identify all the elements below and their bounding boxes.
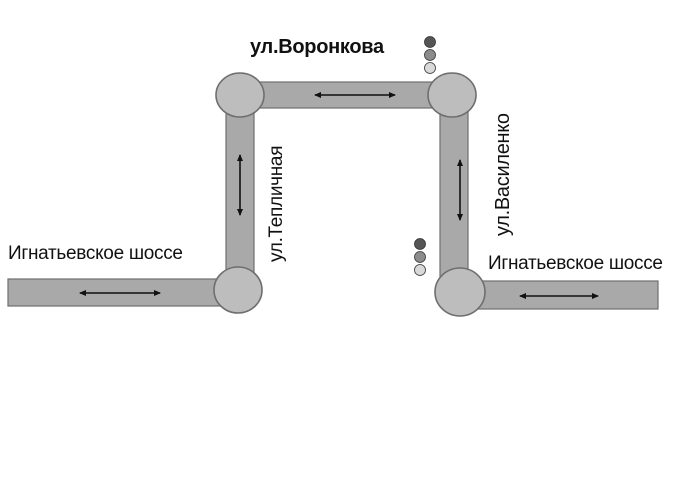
- traffic-light-icon: [424, 36, 436, 74]
- traffic-light-middle-lamp: [414, 251, 426, 263]
- traffic-light-top-lamp: [414, 238, 426, 250]
- junction-bottom-left: [213, 266, 263, 314]
- traffic-light-bottom-lamp: [424, 62, 436, 74]
- road-vasilenko: [439, 94, 469, 291]
- traffic-light-icon: [414, 238, 426, 276]
- junction-bottom-right: [434, 267, 486, 317]
- junction-top-right: [427, 72, 477, 118]
- label-ignatyevskoe-right: Игнатьевское шоссе: [488, 253, 663, 274]
- label-teplichnaya: ул.Тепличная: [266, 145, 287, 262]
- junction-top-left: [215, 72, 265, 118]
- label-ignatyevskoe-left: Игнатьевское шоссе: [8, 243, 183, 264]
- road-ignatyevskoe-right: [457, 280, 659, 310]
- junctions: [213, 72, 486, 317]
- double-arrow-icon: [79, 92, 599, 299]
- traffic-light-bottom-lamp: [414, 264, 426, 276]
- traffic-light-top-lamp: [424, 36, 436, 48]
- traffic-light-middle-lamp: [424, 49, 436, 61]
- label-vasilenko: ул.Василенко: [492, 113, 514, 236]
- label-voronkova: ул.Воронкова: [250, 36, 384, 58]
